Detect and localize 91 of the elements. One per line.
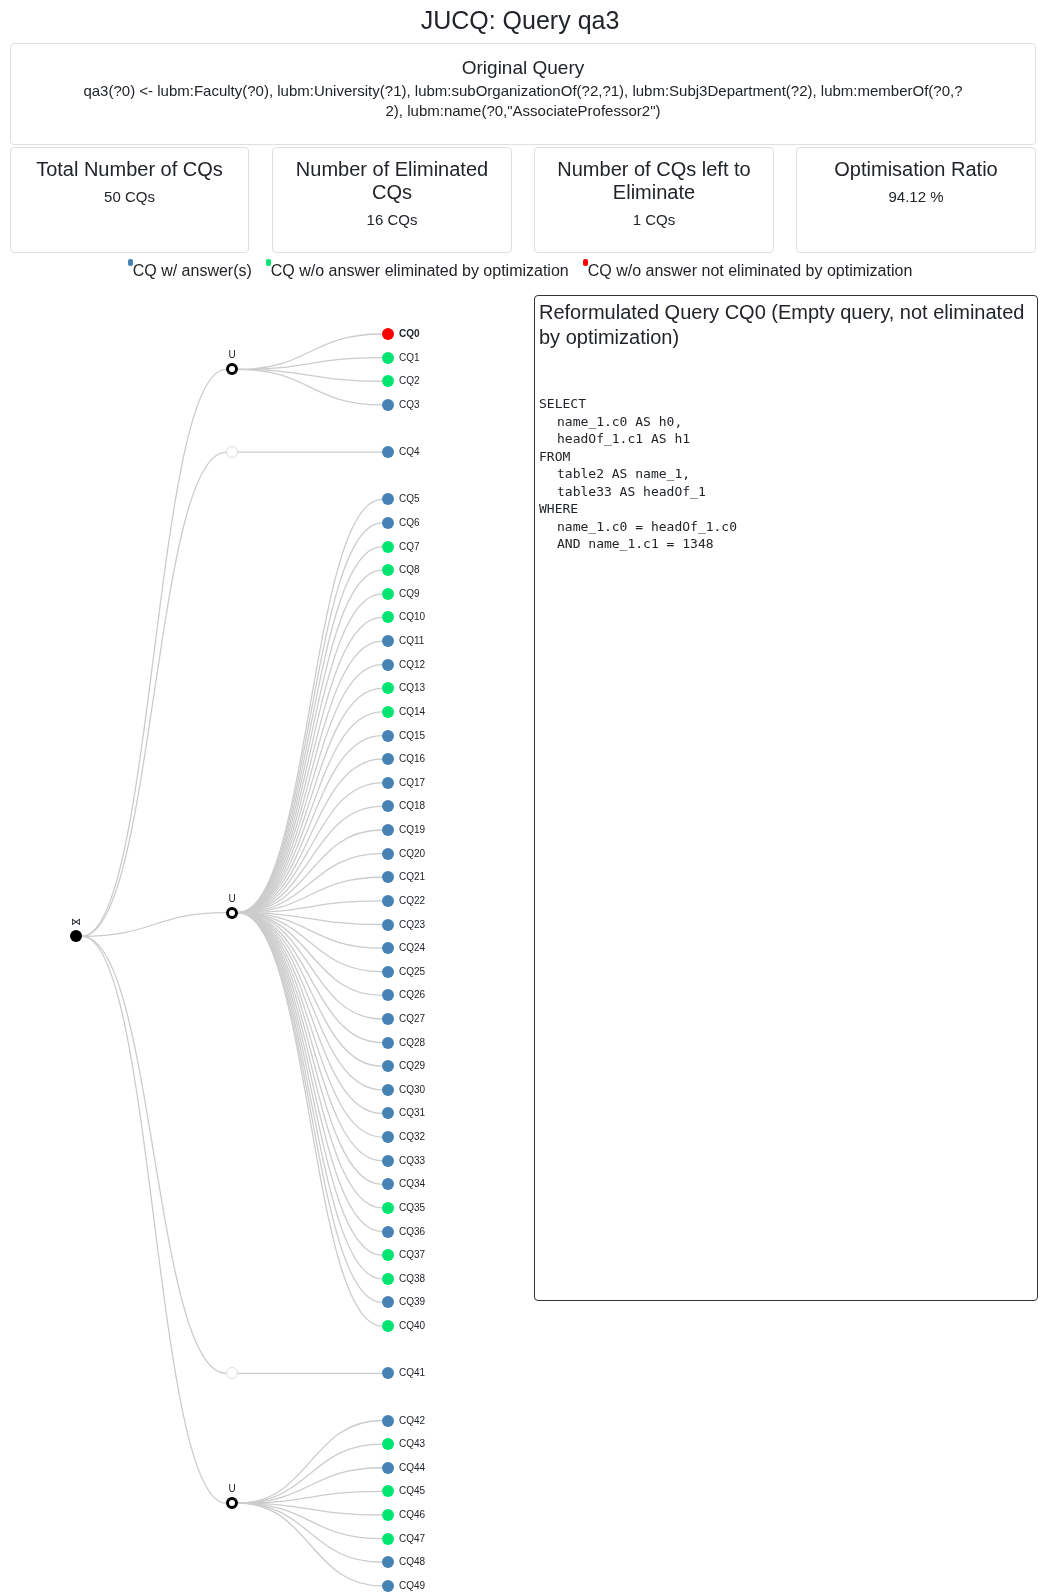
- info-card: [272, 147, 512, 253]
- query-label: CQ20: [399, 847, 426, 860]
- query-label: CQ46: [399, 1509, 426, 1521]
- query-label: CQ8: [399, 564, 420, 577]
- query-label: CQ22: [399, 894, 426, 907]
- card-heading: Original Query: [460, 56, 586, 79]
- tree-link: [237, 1467, 383, 1504]
- query-label: CQ32: [399, 1131, 426, 1144]
- query-label: CQ48: [399, 1556, 426, 1569]
- query-label: CQ0: [399, 328, 420, 340]
- info-card: [10, 147, 249, 253]
- card-value: 1 CQs: [631, 210, 677, 230]
- query-label: CQ30: [399, 1083, 426, 1096]
- code-line: headOf_1.c1 AS h1: [557, 430, 691, 448]
- info-card: [10, 43, 1036, 145]
- query-label: CQ41: [399, 1367, 426, 1380]
- query-label: CQ37: [399, 1249, 426, 1262]
- operator-label: U: [227, 892, 237, 905]
- code-line: table2 AS name_1,: [557, 465, 691, 483]
- page-title: JUCQ: Query qa3: [419, 5, 621, 36]
- operator-label: U: [227, 1483, 237, 1496]
- query-label: CQ34: [399, 1178, 426, 1191]
- code-line: table33 AS headOf_1: [557, 482, 706, 500]
- query-label: CQ4: [399, 446, 420, 459]
- tree-link: [237, 451, 383, 453]
- empty-node-circle: [226, 446, 238, 459]
- query-label: CQ11: [399, 635, 425, 648]
- card-value: 94.12 %: [887, 187, 945, 207]
- tree-link: [237, 1372, 383, 1374]
- query-label: CQ15: [399, 729, 426, 742]
- code-line: name_1.c0 = headOf_1.c0: [557, 517, 737, 535]
- code-line: name_1.c0 AS h0,: [557, 412, 683, 430]
- query-label: CQ1: [399, 351, 420, 364]
- query-label: CQ49: [399, 1579, 426, 1592]
- query-label: CQ21: [399, 871, 426, 884]
- operator-label: U: [227, 349, 237, 362]
- card-heading: Optimisation Ratio: [833, 158, 999, 181]
- legend-text: CQ w/o answer not eliminated by optimization: [587, 261, 913, 281]
- code-line: FROM: [539, 447, 571, 465]
- card-heading: Total Number of CQs: [35, 158, 224, 181]
- query-label: CQ36: [399, 1225, 426, 1238]
- tree-link: [81, 935, 227, 1504]
- query-label: CQ10: [399, 611, 426, 624]
- card-value: 16 CQs: [365, 210, 419, 230]
- query-label: CQ6: [399, 516, 420, 529]
- legend-text: CQ w/o answer eliminated by optimization: [270, 261, 569, 281]
- query-label: CQ43: [399, 1438, 426, 1451]
- card-heading: Number of CQs left to Eliminate: [556, 158, 752, 204]
- query-label: CQ18: [399, 800, 426, 813]
- query-label: CQ9: [399, 587, 420, 600]
- query-label: CQ13: [399, 682, 426, 695]
- query-label: CQ35: [399, 1201, 426, 1214]
- query-label: CQ27: [399, 1012, 426, 1025]
- query-label: CQ33: [399, 1154, 426, 1167]
- query-label: CQ26: [399, 989, 426, 1002]
- query-label: CQ44: [399, 1461, 426, 1474]
- tree-link: [237, 1502, 383, 1587]
- query-label: CQ2: [399, 375, 420, 388]
- query-label: CQ14: [399, 705, 426, 718]
- query-panel: [534, 295, 1038, 1301]
- legend-text: CQ w/ answer(s): [132, 261, 252, 281]
- query-label: CQ25: [399, 965, 426, 978]
- query-label: CQ17: [399, 776, 426, 789]
- query-label: CQ5: [399, 493, 420, 506]
- code-line: WHERE: [539, 500, 579, 518]
- query-label: CQ16: [399, 753, 426, 766]
- operator-label: ⋈: [70, 916, 82, 929]
- query-label: CQ12: [399, 658, 426, 671]
- code-line: AND name_1.c1 = 1348: [557, 535, 714, 553]
- query-label: CQ45: [399, 1485, 426, 1498]
- empty-node-circle: [226, 1367, 238, 1380]
- query-label: CQ38: [399, 1272, 426, 1285]
- query-label: CQ47: [399, 1532, 426, 1545]
- query-label: CQ39: [399, 1296, 426, 1309]
- code-line: SELECT: [539, 395, 586, 413]
- info-card: [534, 147, 774, 253]
- card-heading: Number of Eliminated CQs: [294, 158, 490, 204]
- query-label: CQ7: [399, 540, 420, 553]
- query-label: CQ31: [399, 1107, 426, 1120]
- query-label: CQ23: [399, 918, 426, 931]
- query-label: CQ42: [399, 1414, 426, 1427]
- query-label: CQ40: [399, 1320, 426, 1333]
- query-label: CQ19: [399, 824, 426, 836]
- card-value: 50 CQs: [103, 187, 156, 207]
- query-text: qa3(?0) <- lubm:Faculty(?0), lubm:University(?1), lubm:subOrganizationOf(?2,?1), lubm:Subj3Department(?2), lubm:memberOf(?0,?2), lubm:name(?0,"AssociateProfessor2"): [82, 81, 964, 121]
- query-label: CQ29: [399, 1060, 426, 1073]
- info-card: [796, 147, 1036, 253]
- query-label: CQ28: [399, 1036, 426, 1049]
- query-label: CQ24: [399, 942, 426, 955]
- panel-heading: Reformulated Query CQ0 (Empty query, not eliminated by optimization): [539, 300, 1026, 350]
- query-label: CQ3: [399, 398, 420, 411]
